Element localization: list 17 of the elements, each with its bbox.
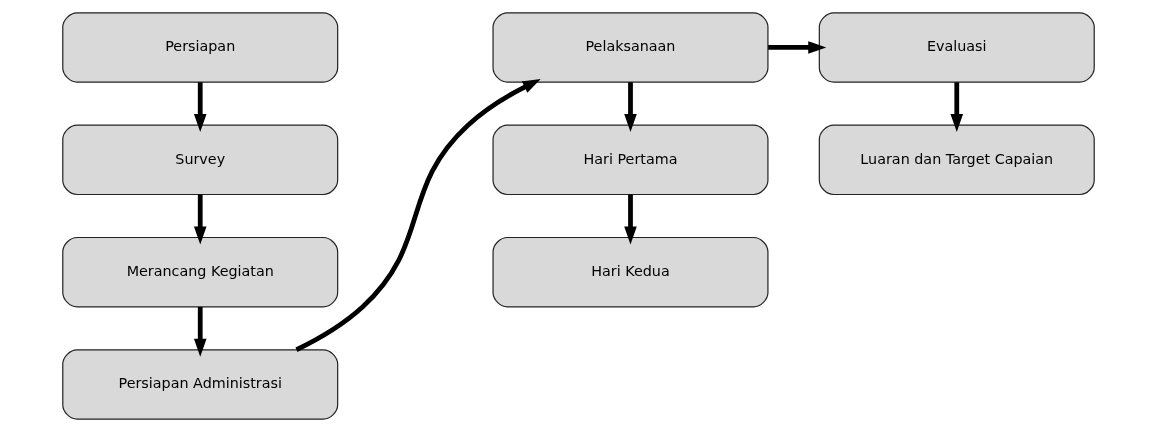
node-box: Persiapan Administrasi bbox=[61, 349, 338, 420]
arrow bbox=[193, 82, 206, 133]
node-box: Merancang Kegiatan bbox=[61, 236, 338, 308]
node-box: Luaran dan Target Capaian bbox=[818, 124, 1095, 196]
arrow bbox=[294, 79, 541, 352]
node-box: Hari Kedua bbox=[491, 236, 769, 308]
node-box: Hari Pertama bbox=[491, 124, 769, 196]
node-box: Evaluasi bbox=[818, 12, 1095, 83]
arrow bbox=[193, 194, 206, 245]
arrow bbox=[950, 82, 963, 133]
arrow bbox=[767, 41, 826, 54]
node-box: Persiapan bbox=[61, 12, 338, 83]
arrow bbox=[623, 194, 637, 245]
arrow bbox=[193, 306, 206, 357]
node-box: Pelaksanaan bbox=[491, 12, 769, 83]
arrow bbox=[623, 82, 637, 133]
node-box: Survey bbox=[61, 124, 338, 196]
